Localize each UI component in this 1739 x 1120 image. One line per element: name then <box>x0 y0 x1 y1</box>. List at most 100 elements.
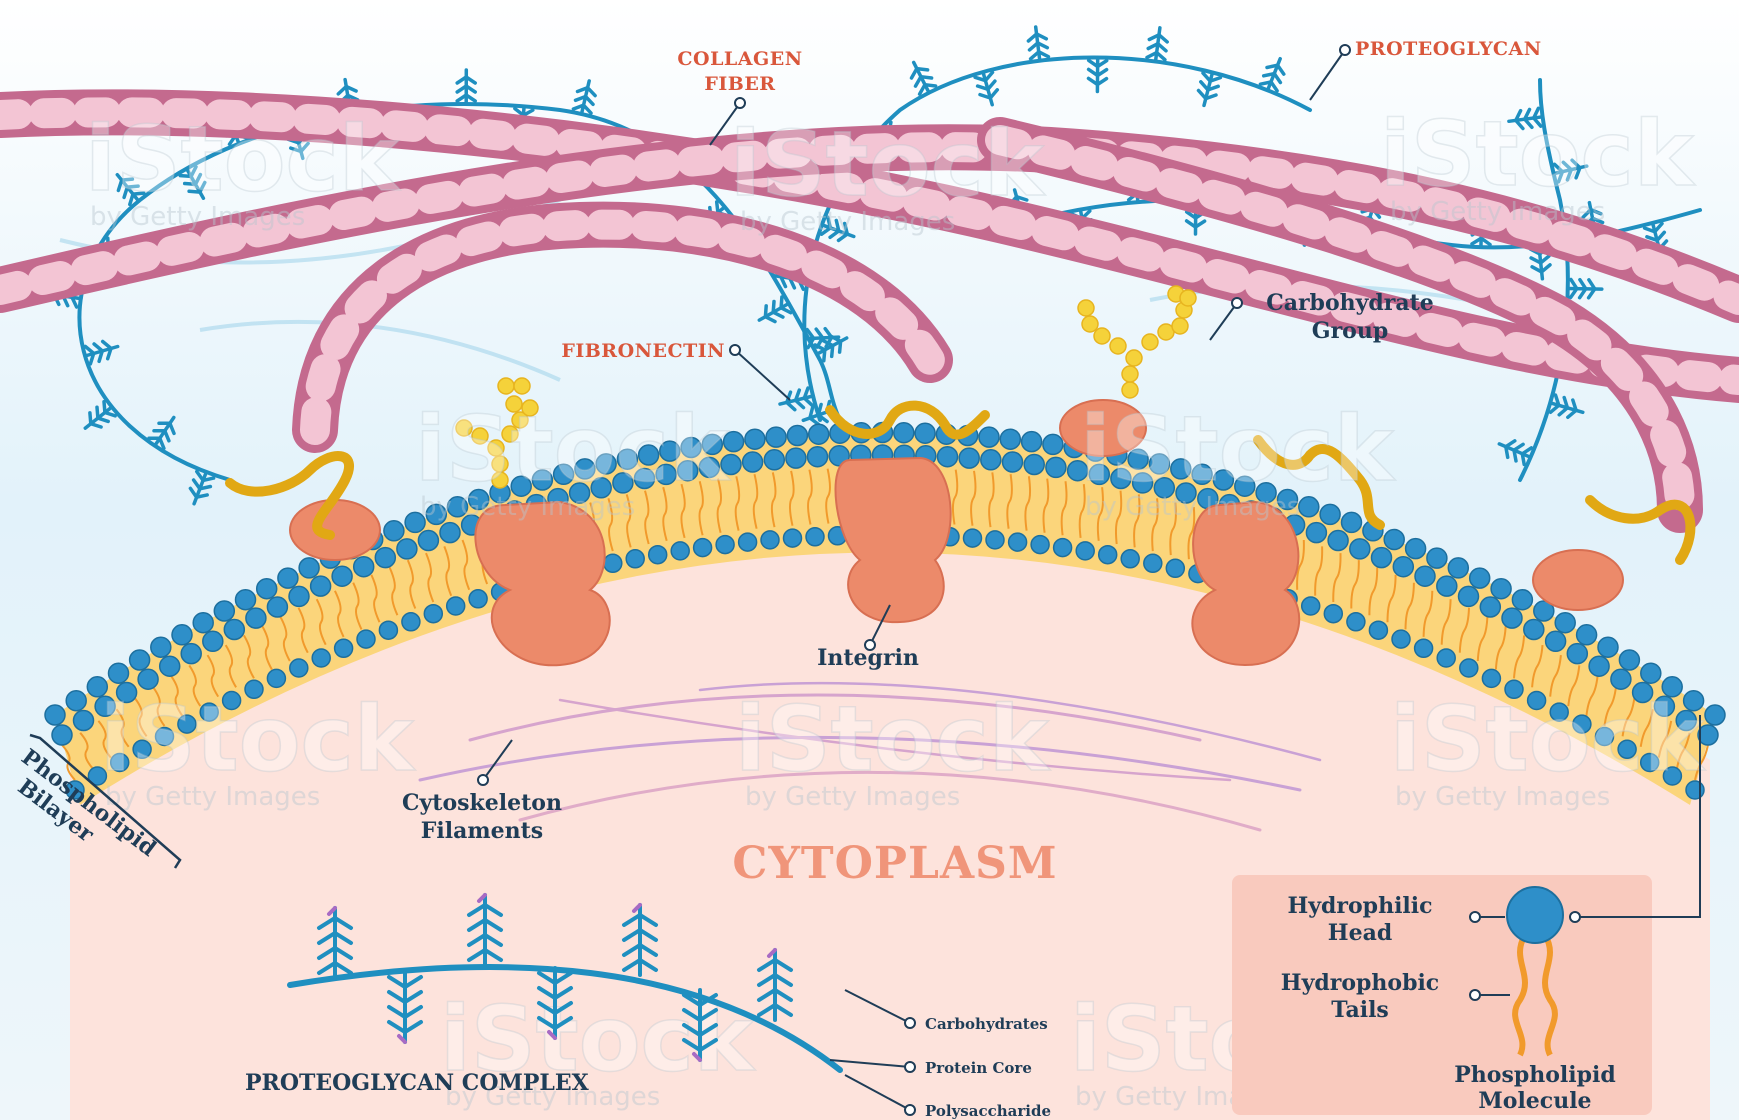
lipid-head <box>1324 605 1342 623</box>
lipid-head <box>626 550 644 568</box>
lipid-head <box>289 586 309 606</box>
lipid-head <box>764 450 784 470</box>
lipid-head <box>1342 512 1362 532</box>
lipid-head <box>964 529 982 547</box>
lipid-head <box>1589 656 1609 676</box>
lipid-head <box>384 521 404 541</box>
lipid-head <box>1031 536 1049 554</box>
lipid-head <box>716 536 734 554</box>
integrin-protein <box>1192 502 1299 665</box>
lipid-head <box>787 426 807 446</box>
label-cytoskeleton-filaments: Filaments <box>421 818 543 844</box>
watermark-text: iStock <box>1380 102 1696 207</box>
lipid-head <box>66 691 86 711</box>
lipid-head <box>1009 533 1027 551</box>
label-hydrophilic-head: Hydrophilic <box>1287 893 1432 919</box>
watermark-byline: by Getty Images <box>740 207 955 237</box>
label-carbohydrates: Carbohydrates <box>925 1015 1048 1033</box>
lipid-head <box>1641 663 1661 683</box>
lipid-head <box>979 427 999 447</box>
label-collagen-fiber: COLLAGEN <box>677 48 802 70</box>
lipid-head <box>1000 429 1020 449</box>
lipid-head <box>1121 550 1139 568</box>
lipid-head <box>986 531 1004 549</box>
lipid-head <box>332 566 352 586</box>
lipid-head <box>1482 669 1500 687</box>
lipid-head <box>1046 457 1066 477</box>
proteoglycan-barb <box>832 346 833 357</box>
lipid-head <box>1460 659 1478 677</box>
watermark-byline: by Getty Images <box>1390 197 1605 227</box>
lipid-head <box>1619 650 1639 670</box>
lipid-head <box>649 546 667 564</box>
lipid-head <box>299 558 319 578</box>
lipid-head <box>278 568 298 588</box>
label-protein-core: Protein Core <box>925 1059 1032 1077</box>
lipid-head <box>1022 432 1042 452</box>
lipid-head <box>739 533 757 551</box>
lipid-head <box>397 539 417 559</box>
lipid-head <box>761 531 779 549</box>
carbohydrate-bead <box>1180 290 1196 306</box>
lipid-head <box>1512 590 1532 610</box>
watermark-byline: by Getty Images <box>1085 492 1300 522</box>
label-cytoskeleton-filaments: Cytoskeleton <box>402 790 562 816</box>
lipid-head <box>743 452 763 472</box>
lipid-head <box>808 447 828 467</box>
lipid-head <box>1306 523 1326 543</box>
label-phospholipid-molecule: Phospholipid <box>1454 1062 1616 1088</box>
lipid-head <box>806 528 824 546</box>
lipid-head <box>193 613 213 633</box>
lipid-head <box>786 448 806 468</box>
lipid-head <box>1470 568 1490 588</box>
lipid-head <box>354 557 374 577</box>
peripheral-protein <box>1533 550 1623 610</box>
lipid-head <box>1415 639 1433 657</box>
label-fibronectin: FIBRONECTIN <box>561 340 725 362</box>
lipid-head <box>1099 546 1117 564</box>
lipid-head <box>1076 542 1094 560</box>
lipid-head <box>1384 530 1404 550</box>
proteoglycan-barb <box>925 85 936 86</box>
lipid-head <box>1437 576 1457 596</box>
watermark-byline: by Getty Images <box>90 202 305 232</box>
watermark-byline: by Getty Images <box>745 782 960 812</box>
proteoglycan-barb <box>824 350 825 361</box>
label-hydrophilic-head: Head <box>1328 920 1392 946</box>
carbohydrate-bead <box>514 378 530 394</box>
lipid-head <box>784 529 802 547</box>
lipid-head <box>267 597 287 617</box>
carbohydrate-bead <box>1078 300 1094 316</box>
lipid-head <box>1577 625 1597 645</box>
proteoglycan-barb <box>97 407 98 418</box>
lipid-head <box>1567 644 1587 664</box>
lipid-head <box>1392 630 1410 648</box>
lipid-head <box>290 659 308 677</box>
label-collagen-fiber: FIBER <box>704 73 775 95</box>
lipid-head <box>74 711 94 731</box>
watermark-text: iStock <box>735 687 1051 792</box>
lipid-head <box>1369 621 1387 639</box>
lipid-head <box>1302 597 1320 615</box>
lipid-head <box>915 423 935 443</box>
carbohydrate-bead <box>1082 316 1098 332</box>
lipid-head <box>447 597 465 615</box>
lipid-head <box>745 429 765 449</box>
lipid-head <box>1043 434 1063 454</box>
lipid-head <box>671 542 689 560</box>
proteoglycan-barb <box>104 402 105 413</box>
lipid-head <box>1003 452 1023 472</box>
carbohydrate-bead <box>1126 350 1142 366</box>
lipid-head <box>357 630 375 648</box>
label-carbohydrate-group: Carbohydrate <box>1266 290 1434 316</box>
carbohydrate-bead <box>1172 318 1188 334</box>
lipid-head <box>1491 579 1511 599</box>
carbohydrate-bead <box>1110 338 1126 354</box>
lipid-head <box>1406 539 1426 559</box>
watermark-text: iStock <box>415 397 731 502</box>
label-cytoplasm: CYTOPLASM <box>732 838 1057 889</box>
lipid-head <box>52 725 72 745</box>
proteoglycan-barb <box>921 77 932 78</box>
lipid-head <box>402 613 420 631</box>
